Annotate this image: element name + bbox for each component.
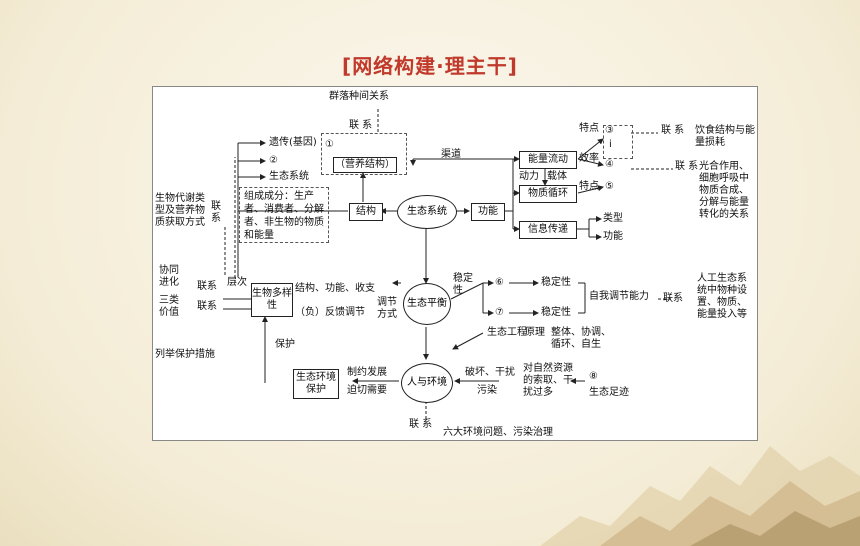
label-dongli: 动力 <box>519 171 539 182</box>
oval-shengtaixitong: 生态系统 <box>397 195 457 229</box>
label-wending1: 稳定性 <box>541 277 571 288</box>
label-pohuai: 破坏、干扰 <box>465 367 515 378</box>
label-leixing: 类型 <box>603 213 623 224</box>
blank-5: ⑤ <box>605 181 614 192</box>
label-wuran: 污染 <box>477 385 497 396</box>
label-tedian2: 特点 <box>579 181 599 192</box>
label-lianxi-top: 联 系 <box>349 120 373 131</box>
label-yuanli: 原理 <box>525 327 545 338</box>
label-poqie: 迫切需要 <box>347 385 387 396</box>
label-liju: 列举保护措施 <box>155 349 215 360</box>
text-suoqu: 对自然资源的索取、干扰过多 <box>523 363 573 398</box>
label-gongneng2: 功能 <box>603 231 623 242</box>
blank-2: ② <box>269 155 278 166</box>
label-shengtai-gc: 生态工程 <box>487 327 527 338</box>
box-gongneng: 功能 <box>471 203 505 221</box>
blank-3: ③ <box>605 125 614 136</box>
box-duoyang: 生物多样性 <box>251 283 293 317</box>
label-xietong: 协同进化 <box>159 265 179 288</box>
box-xinxi: 信息传递 <box>519 221 577 239</box>
box-wuzhi: 物质循环 <box>519 185 577 203</box>
box-jiegou: 结构 <box>349 203 383 221</box>
oval-pingheng: 生态平衡 <box>403 283 451 325</box>
label-xiaolv: 效率 <box>579 153 599 164</box>
label-wending: 稳定性 <box>453 273 473 296</box>
dashed-box-nutrient <box>321 133 407 175</box>
label-fankui: （负）反馈调节 <box>295 307 365 318</box>
blank-1: ① <box>325 139 334 150</box>
label-yichuan: 遗传(基因) <box>269 137 317 148</box>
text-yuanli: 整体、协调、循环、自生 <box>551 327 611 350</box>
blank-7: ⑦ <box>495 307 504 318</box>
dashed-box-zucheng: 组成成分：生产者、消费者、分解者、非生物的物质和能量 <box>239 187 329 243</box>
label-liuda: 六大环境问题、污染治理 <box>443 427 553 438</box>
box-nengliang: 能量流动 <box>519 151 577 169</box>
label-lianxi-v: 联系 <box>211 201 221 224</box>
label-daixie: 生物代谢类型及营养物质获取方式 <box>155 193 205 228</box>
label-zaiti: 载体 <box>547 171 567 182</box>
landscape-decoration <box>540 446 860 546</box>
box-yingyang: （营养结构） <box>333 157 397 173</box>
page-title: [网络构建·理主干] <box>342 54 518 78</box>
label-tedian1: 特点 <box>579 123 599 134</box>
label-wending2: 稳定性 <box>541 307 571 318</box>
label-lianxi-b: 联 系 <box>409 419 433 430</box>
blank-4: ④ <box>605 159 614 170</box>
label-qudao: 渠道 <box>441 149 461 160</box>
oval-renyu: 人与环境 <box>401 363 453 403</box>
blank-6: ⑥ <box>495 277 504 288</box>
label-baohu: 保护 <box>275 339 295 350</box>
label-zuji: 生态足迹 <box>589 387 629 398</box>
label-sanlei: 三类价值 <box>159 295 179 318</box>
text-rengong: 人工生态系统中物种设置、物质、能量投入等 <box>697 273 747 320</box>
text-photo: 光合作用、细胞呼吸中物质合成、分解与能量转化的关系 <box>699 161 749 220</box>
label-lianxi-r1: 联 系 <box>661 125 685 136</box>
label-jiegou-gn: 结构、功能、收支 <box>295 283 375 294</box>
connector-lines <box>223 109 673 419</box>
label-zhiyue: 制约发展 <box>347 367 387 378</box>
box-huanjing-bh: 生态环境保护 <box>293 369 339 399</box>
label-lianxi-r2: 联 系 <box>675 161 699 172</box>
label-ziwo: 自我调节能力 <box>589 291 649 302</box>
label-qunluo: 群落种间关系 <box>329 91 389 102</box>
concept-map-panel: 群落种间关系 联 系 ① （营养结构） 遗传(基因) ② 生态系统 生物代谢类型… <box>152 86 758 441</box>
label-lianxi-l2: 联系 <box>197 301 217 312</box>
label-i: i <box>609 139 612 150</box>
label-lianxi-r3: 联系 <box>663 293 683 304</box>
label-tiaojie: 调节方式 <box>377 297 397 320</box>
label-lianxi-l1: 联系 <box>197 281 217 292</box>
text-food: 饮食结构与能量损耗 <box>695 125 755 148</box>
dashed-box-3 <box>603 125 633 159</box>
label-st-small: 生态系统 <box>269 171 309 182</box>
label-cengci: 层次 <box>227 277 247 288</box>
blank-8: ⑧ <box>589 371 598 382</box>
